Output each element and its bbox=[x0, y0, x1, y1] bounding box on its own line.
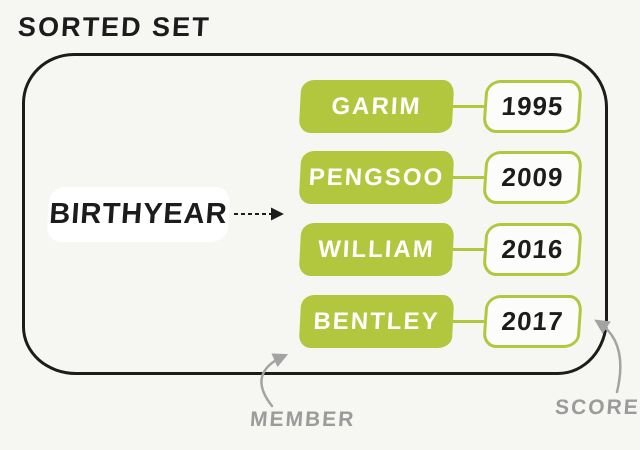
member-box: PENGSOO bbox=[298, 151, 455, 204]
score-box: 1995 bbox=[482, 80, 583, 133]
member-name: GARIM bbox=[330, 92, 423, 120]
member-score-connector bbox=[453, 320, 484, 323]
member-score-connector bbox=[453, 105, 484, 108]
diagram-title: SORTED SET bbox=[17, 12, 212, 42]
score-value: 2009 bbox=[500, 162, 565, 192]
member-box: WILLIAM bbox=[298, 223, 455, 276]
member-box: BENTLEY bbox=[298, 295, 455, 348]
key-label: BIRTHYEAR bbox=[48, 198, 229, 230]
score-annotation-label: SCORE bbox=[554, 396, 640, 419]
score-value: 2017 bbox=[500, 306, 565, 336]
member-score-connector bbox=[453, 248, 484, 251]
member-score-connector bbox=[453, 176, 484, 179]
entry-row: BENTLEY 2017 bbox=[298, 295, 584, 348]
score-value: 2016 bbox=[500, 234, 565, 264]
score-box: 2017 bbox=[482, 295, 583, 348]
entry-row: WILLIAM 2016 bbox=[298, 223, 584, 276]
member-box: GARIM bbox=[298, 80, 455, 133]
key-box: BIRTHYEAR bbox=[46, 187, 231, 242]
member-annotation-label: MEMBER bbox=[249, 408, 357, 431]
entry-row: GARIM 1995 bbox=[298, 80, 584, 133]
entry-row: PENGSOO 2009 bbox=[298, 151, 584, 204]
member-name: PENGSOO bbox=[308, 163, 445, 191]
score-box: 2016 bbox=[482, 223, 583, 276]
sorted-set-container bbox=[22, 53, 608, 375]
member-name: BENTLEY bbox=[312, 307, 441, 335]
score-value: 1995 bbox=[500, 91, 565, 121]
score-box: 2009 bbox=[482, 151, 583, 204]
member-name: WILLIAM bbox=[317, 235, 436, 263]
